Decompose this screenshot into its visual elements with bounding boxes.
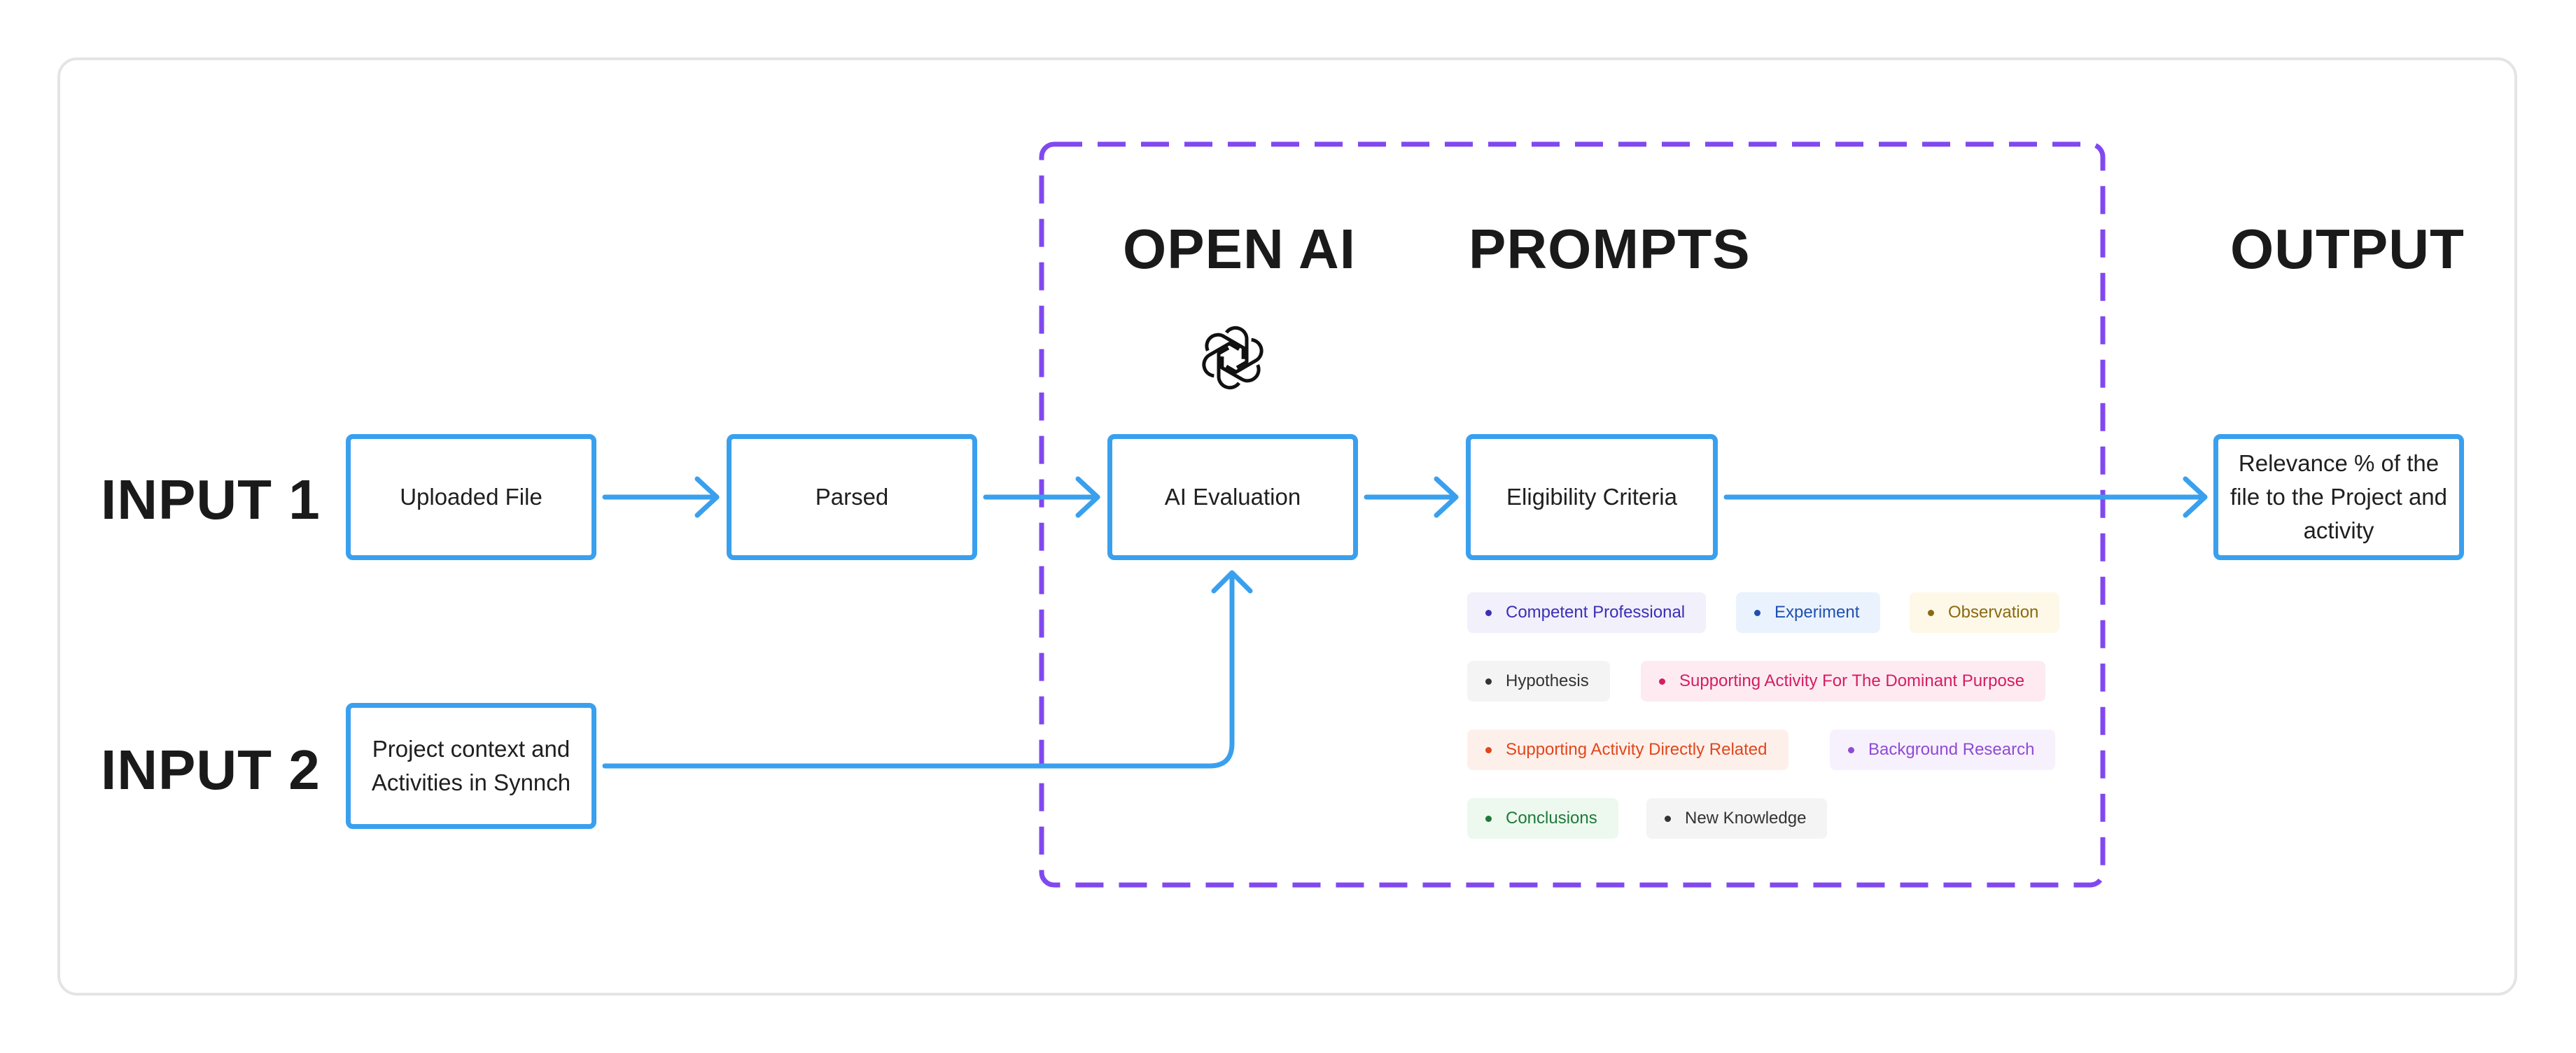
project-context-box: Project context and Activities in Synnch: [346, 703, 596, 829]
output-line: Relevance % of the: [2238, 450, 2440, 477]
uploaded-file-label: Uploaded File: [400, 484, 542, 510]
prompt-tag-supporting-direct: Supporting Activity Directly Related: [1467, 730, 1788, 770]
tag-label: Observation: [1948, 603, 2039, 622]
prompt-tag-background-research: Background Research: [1830, 730, 2056, 770]
tag-label: Supporting Activity For The Dominant Pur…: [1679, 671, 2025, 690]
ai-evaluation-box: AI Evaluation: [1107, 434, 1358, 560]
arrowhead-output: [2183, 476, 2208, 518]
tag-dot: [1485, 678, 1492, 685]
prompt-tag-conclusions: Conclusions: [1467, 798, 1618, 839]
open-ai-heading: OPEN AI: [1123, 218, 1356, 280]
openai-logo-icon: [1202, 326, 1264, 390]
arrow-context-to-ai: [602, 571, 1235, 769]
tag-dot: [1665, 815, 1671, 822]
arrowhead-parsed: [694, 476, 720, 518]
output-line: activity: [2303, 517, 2374, 543]
prompt-tag-hypothesis: Hypothesis: [1467, 661, 1610, 702]
tag-dot: [1928, 609, 1934, 616]
ai-evaluation-label: AI Evaluation: [1164, 484, 1301, 510]
tag-dot: [1848, 746, 1854, 753]
parsed-box: Parsed: [727, 434, 977, 560]
input2-heading: INPUT 2: [101, 739, 321, 801]
input1-heading: INPUT 1: [101, 468, 321, 531]
eligibility-criteria-box: Eligibility Criteria: [1466, 434, 1718, 560]
tag-dot: [1485, 815, 1492, 822]
tag-label: Background Research: [1868, 740, 2035, 759]
arrowhead-ai-from-context: [1211, 570, 1253, 594]
eligibility-criteria-label: Eligibility Criteria: [1506, 484, 1677, 510]
openai-group-border: [1039, 141, 2106, 888]
tag-label: Hypothesis: [1506, 671, 1589, 690]
tag-dot: [1485, 609, 1492, 616]
arrowhead-eligibility: [1434, 476, 1459, 518]
tag-label: Competent Professional: [1506, 603, 1686, 622]
output-heading: OUTPUT: [2230, 218, 2465, 280]
tag-label: Experiment: [1774, 603, 1860, 622]
parsed-label: Parsed: [815, 484, 889, 510]
output-box: Relevance % of the file to the Project a…: [2213, 434, 2464, 560]
tag-label: New Knowledge: [1685, 809, 1807, 828]
project-context-line: Project context and: [372, 736, 570, 762]
prompts-heading: PROMPTS: [1469, 218, 1751, 280]
tag-dot: [1485, 746, 1492, 753]
prompt-tag-competent-professional: Competent Professional: [1467, 592, 1707, 633]
tag-dot: [1659, 678, 1665, 685]
tag-label: Supporting Activity Directly Related: [1506, 740, 1768, 759]
diagram-frame: [57, 57, 2517, 996]
tag-dot: [1754, 609, 1760, 616]
uploaded-file-box: Uploaded File: [346, 434, 596, 560]
prompt-tag-new-knowledge: New Knowledge: [1646, 798, 1828, 839]
project-context-line: Activities in Synnch: [371, 769, 571, 795]
prompt-tag-observation: Observation: [1910, 592, 2060, 633]
arrowhead-ai-evaluation: [1075, 476, 1100, 518]
output-line: file to the Project and: [2230, 484, 2448, 510]
prompt-tag-supporting-dominant: Supporting Activity For The Dominant Pur…: [1641, 661, 2046, 702]
tag-label: Conclusions: [1506, 809, 1597, 828]
prompt-tag-experiment: Experiment: [1736, 592, 1881, 633]
